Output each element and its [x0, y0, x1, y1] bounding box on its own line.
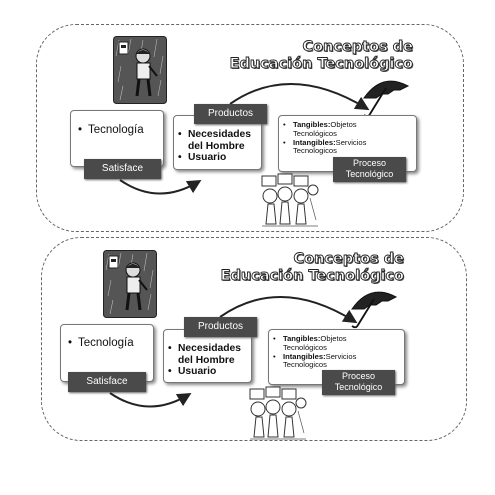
- title-line-1: Conceptos de: [302, 39, 413, 56]
- list-item: Tangibles:Objetos Tecnológicos: [273, 334, 391, 353]
- tag-proceso-tecnologico: Proceso Tecnológico: [322, 370, 395, 395]
- list-item: Tecnología: [78, 124, 144, 136]
- person-in-rain-icon: [103, 250, 157, 318]
- tag-satisface: Satisface: [84, 159, 161, 179]
- umbrella-icon: [351, 291, 398, 329]
- title-line-1: Conceptos de: [293, 251, 404, 268]
- laboratory-equipment-icon: [249, 386, 307, 440]
- dashed-frame: [41, 237, 467, 441]
- intangibles-label: Intangibles:: [293, 137, 336, 147]
- box2-list: Necesidades del Hombre Usuario: [168, 343, 250, 378]
- dashed-frame: [36, 24, 464, 232]
- list-item: Usuario: [178, 152, 260, 164]
- list-item: Tangibles:Objetos Tecnológicos: [283, 120, 401, 139]
- list-item: Intangibles:Servicios Tecnologicos: [283, 137, 401, 157]
- box1-list: Tecnología: [78, 124, 144, 136]
- intangibles-label: Intangibles:: [283, 351, 326, 361]
- person-in-rain-icon: [113, 36, 167, 104]
- laboratory-equipment-icon: [261, 173, 319, 227]
- box2-list: Necesidades del Hombre Usuario: [178, 129, 260, 164]
- panel-title: Conceptos de Educación Tecnológico: [186, 251, 404, 285]
- box1-list: Tecnología: [68, 337, 134, 349]
- tangibles-value: Objetos Tecnológicos: [283, 334, 347, 352]
- title-line-2: Educación Tecnológico: [229, 56, 413, 73]
- tangibles-label: Tangibles:: [293, 120, 331, 129]
- intangibles-value: Servicios Tecnologicos: [283, 351, 357, 370]
- concept-panel-2: Conceptos de Educación Tecnológico Tecno…: [0, 237, 495, 465]
- list-item: Necesidades del Hombre: [178, 129, 260, 152]
- list-item: Necesidades del Hombre: [168, 343, 250, 366]
- tag-satisface: Satisface: [68, 372, 146, 392]
- concept-panel-1: Conceptos de Educación Tecnológico Tecno…: [0, 0, 495, 232]
- tag-proceso-tecnologico: Proceso Tecnológico: [333, 157, 406, 182]
- tangibles-label: Tangibles:: [283, 334, 321, 343]
- panel-title: Conceptos de Educación Tecnológico: [195, 39, 413, 73]
- list-item: Tecnología: [68, 337, 134, 349]
- intangibles-value: Servicios Tecnologicos: [293, 137, 367, 156]
- tag-productos: Productos: [194, 104, 267, 124]
- title-line-2: Educación Tecnológico: [220, 268, 404, 285]
- list-item: Usuario: [168, 366, 250, 378]
- tangibles-value: Objetos Tecnológicos: [293, 120, 357, 138]
- curved-arrow-icon: [119, 82, 370, 195]
- box3-list: Tangibles:Objetos Tecnológicos Intangibl…: [283, 120, 401, 157]
- concept-box-tecnologia: [70, 110, 164, 167]
- list-item: Intangibles:Servicios Tecnologicos: [273, 351, 391, 371]
- box3-list: Tangibles:Objetos Tecnológicos Intangibl…: [273, 334, 391, 371]
- curved-arrow-icon: [109, 295, 358, 408]
- tag-productos: Productos: [184, 317, 257, 337]
